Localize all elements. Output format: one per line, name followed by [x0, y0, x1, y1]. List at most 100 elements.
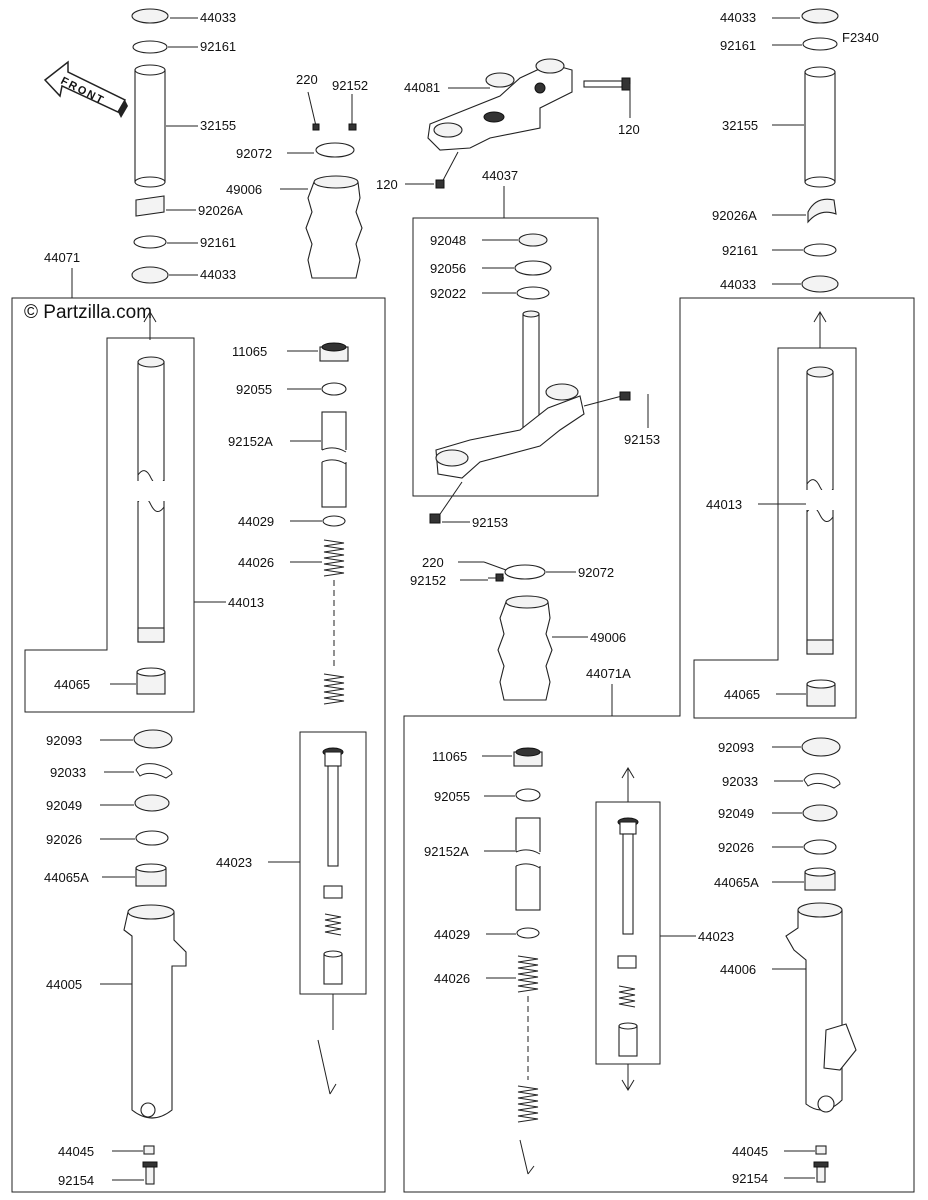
part-44065A-right[interactable] [804, 867, 836, 891]
part-44033-left-top[interactable] [131, 8, 169, 24]
part-32155-left[interactable] [134, 64, 166, 188]
part-92049-left[interactable] [134, 794, 170, 812]
part-92161-left-top[interactable] [132, 40, 168, 54]
label-44029-right: 44029 [434, 927, 470, 942]
part-92033-right[interactable] [803, 773, 841, 789]
part-44023-right-damper[interactable] [617, 817, 639, 1057]
part-44065-left[interactable] [136, 667, 166, 695]
sub-box-44023-right [595, 801, 661, 1065]
label-44081: 44081 [404, 80, 440, 95]
assembly-box-44071 [11, 297, 386, 1193]
label-32155-left: 32155 [200, 118, 236, 133]
part-92026A-right[interactable] [807, 198, 837, 224]
part-92093-right[interactable] [801, 737, 841, 757]
part-92152-left-nut[interactable] [348, 94, 357, 131]
part-92154-right[interactable] [813, 1161, 829, 1183]
label-44065A-left: 44065A [44, 870, 89, 885]
sub-box-44013-left [24, 337, 195, 713]
label-92152A-left: 92152A [228, 434, 273, 449]
part-220-center-screw[interactable] [483, 561, 507, 571]
label-92055-right: 92055 [434, 789, 470, 804]
part-44065A-left[interactable] [135, 863, 167, 887]
label-92152A-right: 92152A [424, 844, 469, 859]
label-92026A-left: 92026A [198, 203, 243, 218]
sub-box-44013-right [693, 347, 857, 719]
part-92161-right-top[interactable] [802, 37, 838, 51]
label-92048: 92048 [430, 233, 466, 248]
part-92153-bottom-bolt[interactable] [429, 481, 463, 524]
part-92093-left[interactable] [133, 729, 173, 749]
label-44029-left: 44029 [238, 514, 274, 529]
part-92022-washer[interactable] [516, 286, 550, 300]
part-44013-right-inner-tube[interactable] [806, 366, 834, 655]
part-92033-left[interactable] [135, 763, 173, 779]
part-11065-left-cap[interactable] [319, 342, 349, 362]
part-44045-right[interactable] [815, 1145, 827, 1155]
part-92161-left-bottom[interactable] [133, 235, 167, 249]
part-44033-left-bottom[interactable] [131, 266, 169, 284]
label-44006: 44006 [720, 962, 756, 977]
label-92026-right: 92026 [718, 840, 754, 855]
label-11065-right: 11065 [432, 749, 467, 764]
part-92055-left[interactable] [321, 382, 347, 396]
part-92048-stem-nut[interactable] [518, 233, 548, 247]
label-92161-right-bottom: 92161 [722, 243, 758, 258]
part-44023-left-damper[interactable] [322, 747, 344, 985]
part-44026-right-spring[interactable] [517, 955, 539, 1123]
part-92026-right[interactable] [803, 839, 837, 855]
sub-box-44023-left [299, 731, 367, 995]
part-92072-center-clamp[interactable] [504, 564, 546, 580]
label-44065A-right: 44065A [714, 875, 759, 890]
part-49006-left-boot[interactable] [305, 175, 363, 279]
part-92152A-right-spacer[interactable] [514, 817, 542, 911]
part-44029-left[interactable] [322, 515, 346, 527]
label-44065-right: 44065 [724, 687, 760, 702]
part-44006-outer-tube-right[interactable] [785, 902, 857, 1113]
part-92026-left[interactable] [135, 830, 169, 846]
label-32155-right: 32155 [722, 118, 758, 133]
part-92055-right[interactable] [515, 788, 541, 802]
part-44029-right[interactable] [516, 927, 540, 939]
part-49006-center-boot[interactable] [497, 595, 553, 701]
part-92049-right[interactable] [802, 804, 838, 822]
part-44013-left-inner-tube[interactable] [137, 356, 165, 643]
part-11065-right-cap[interactable] [513, 747, 543, 767]
part-92154-left[interactable] [142, 1161, 158, 1185]
label-120-right: 120 [618, 122, 640, 137]
part-32155-right[interactable] [804, 66, 836, 188]
label-92153-bottom: 92153 [472, 515, 508, 530]
diagram-code: F2340 [842, 30, 879, 45]
label-92152-left: 92152 [332, 78, 368, 93]
label-220-center: 220 [422, 555, 444, 570]
part-44005-outer-tube-left[interactable] [123, 904, 187, 1119]
part-92152A-left-spacer[interactable] [320, 411, 348, 508]
assembly-box-44071A [403, 297, 915, 1193]
label-44037: 44037 [482, 168, 518, 183]
part-92161-right-bottom[interactable] [803, 243, 837, 257]
part-92072-left-clamp[interactable] [315, 142, 355, 158]
label-44026-left: 44026 [238, 555, 274, 570]
label-120-left: 120 [376, 177, 398, 192]
label-44045-left: 44045 [58, 1144, 94, 1159]
part-44026-left-spring[interactable] [323, 539, 345, 705]
part-44045-left[interactable] [143, 1145, 155, 1155]
part-120-right-bolt[interactable] [583, 77, 631, 91]
part-44065-right[interactable] [806, 679, 836, 707]
part-44081-top-clamp[interactable] [427, 58, 573, 151]
label-92022: 92022 [430, 286, 466, 301]
part-220-left-clamp-screw[interactable] [307, 91, 320, 131]
label-92056: 92056 [430, 261, 466, 276]
part-stem-lower-bracket[interactable] [435, 310, 585, 479]
part-44033-right-top[interactable] [801, 8, 839, 24]
label-92161-right-top: 92161 [720, 38, 756, 53]
label-92154-left: 92154 [58, 1173, 94, 1188]
label-92093-left: 92093 [46, 733, 82, 748]
part-92153-right-bolt[interactable] [583, 391, 631, 407]
part-120-left-bolt[interactable] [435, 151, 459, 189]
label-92026A-right: 92026A [712, 208, 757, 223]
part-92056-washer[interactable] [514, 260, 552, 276]
part-92026A-left[interactable] [135, 195, 165, 217]
label-92049-left: 92049 [46, 798, 82, 813]
part-44033-right-bottom[interactable] [801, 275, 839, 293]
part-92152-center-nut[interactable] [488, 573, 504, 582]
